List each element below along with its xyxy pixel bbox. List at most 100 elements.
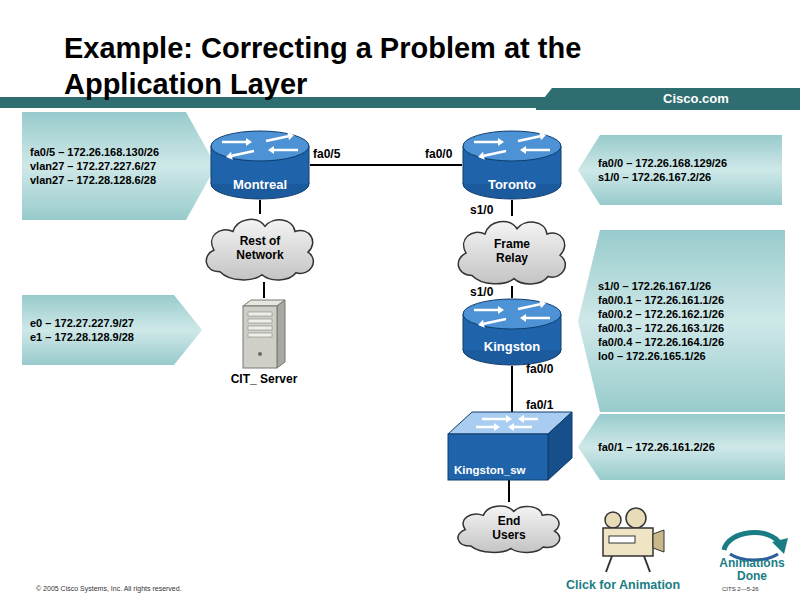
icon-arrow-head: [478, 152, 485, 160]
icon-arrow-head: [226, 152, 233, 160]
icon-arrow-shaft: [484, 151, 506, 156]
icon-arrow-shaft: [232, 151, 254, 156]
text-holder: Kingston: [462, 339, 562, 355]
node-outline: [578, 230, 785, 412]
interface-label: s1/0: [470, 203, 493, 217]
animation-link: Click for Animation: [566, 578, 680, 592]
interface-address: fa0/1 – 172.26.161.2/26: [598, 440, 785, 454]
text-holder: fa0/0 – 172.26.168.129/26s1/0 – 172.26.1…: [598, 135, 782, 205]
icon-arrow-head: [498, 138, 504, 146]
node-outline: [578, 135, 782, 205]
icon-arrow-head: [506, 415, 512, 423]
switch-side: [548, 412, 572, 480]
projector-leg: [644, 556, 650, 572]
server-slot: [248, 326, 272, 330]
network-cloud: End Users: [452, 502, 566, 554]
icon-arrow-shaft: [476, 426, 494, 429]
callout-arrow: fa0/1 – 172.26.161.2/26: [578, 414, 785, 480]
text-holder: fa0/1 – 172.26.161.2/26: [598, 414, 785, 480]
interface-address: s1/0 – 172.26.167.2/26: [598, 170, 782, 184]
header-tab: [536, 88, 800, 110]
switch-front: [448, 434, 548, 480]
icon-arrow-head: [268, 146, 274, 154]
icon-arrow-head: [478, 320, 485, 328]
interface-address: lo0 – 172.26.165.1/26: [598, 349, 785, 363]
interface-address: e1 – 172.28.128.9/28: [30, 330, 202, 344]
switch-icon: Kingston_sw: [448, 412, 572, 480]
server-slot: [248, 312, 272, 316]
cloud-shape: [206, 219, 313, 280]
icon-arrow-head: [520, 146, 526, 154]
device-label: Rest of Network: [232, 234, 288, 262]
server-front: [243, 306, 277, 368]
device-label: Kingston: [462, 339, 562, 355]
text-holder: fa0/5 – 172.26.168.130/26vlan27 – 172.27…: [30, 112, 216, 220]
callout-arrow: fa0/0 – 172.26.168.129/26s1/0 – 172.26.1…: [578, 135, 782, 205]
film-reel: [605, 512, 621, 528]
callout-arrow: e0 – 172.27.227.9/27e1 – 172.28.128.9/28: [22, 295, 202, 365]
server-button: [258, 352, 262, 356]
icon-arrow-head: [508, 423, 514, 431]
curved-arrow: [724, 533, 780, 550]
icon-arrow-shaft: [482, 418, 506, 421]
projector-panel: [609, 536, 635, 543]
icon-arrow-shaft: [474, 309, 498, 312]
icon-arrow-shaft: [518, 136, 540, 141]
server-icon: CIT_ Server: [218, 298, 310, 390]
router-icon: Kingston: [462, 298, 562, 366]
network-link: [508, 480, 510, 502]
interface-address: fa0/5 – 172.26.168.130/26: [30, 145, 216, 159]
icon-arrow-head: [518, 415, 524, 423]
icon-arrow-shaft: [524, 418, 538, 421]
interface-address: vlan27 – 172.27.227.6/27: [30, 159, 216, 173]
projector-lens: [653, 530, 664, 552]
interface-label: fa0/0: [526, 362, 553, 376]
text-holder: Montreal: [210, 177, 310, 193]
projector-leg: [606, 556, 612, 572]
animation-done-icon: [724, 533, 788, 560]
text-holder: CIT_ Server: [208, 372, 320, 386]
router-edge: [211, 146, 212, 184]
callout-shape: [578, 230, 785, 412]
interface-label: s1/0: [470, 285, 493, 299]
interface-label: fa0/5: [313, 147, 340, 161]
text-holder: Rest of Network: [200, 214, 320, 282]
node-outline: [22, 295, 202, 365]
projector-body: [603, 528, 653, 556]
copyright-note: © 2005 Cisco Systems, Inc. All rights re…: [36, 585, 182, 592]
interface-address: vlan27 – 172.28.128.6/28: [30, 173, 216, 187]
icon-arrow-shaft: [274, 149, 298, 152]
text-holder: s1/0 – 172.26.167.1/26fa0/0.1 – 172.26.1…: [598, 230, 785, 412]
interface-address: fa0/0.3 – 172.26.163.1/26: [598, 321, 785, 335]
icon-arrow-shaft: [526, 149, 550, 152]
callout-arrow: fa0/5 – 172.26.168.130/26vlan27 – 172.27…: [22, 112, 216, 220]
cloud-shape: [458, 222, 565, 284]
server-side: [277, 300, 285, 368]
icon-arrow-head: [287, 132, 294, 140]
interface-address: fa0/0.2 – 172.26.162.1/26: [598, 307, 785, 321]
text-holder: Toronto: [462, 177, 562, 193]
icon-arrow-shaft: [514, 426, 532, 429]
text-holder: Kingston_sw: [454, 463, 526, 477]
callout-shape: [578, 135, 782, 205]
icon-arrow-head: [520, 314, 526, 322]
callout-shape: [22, 112, 216, 220]
interface-label: fa0/0: [425, 147, 452, 161]
network-link: [259, 200, 261, 214]
device-label: Montreal: [210, 177, 310, 193]
router-top: [211, 131, 309, 161]
router-edge: [463, 146, 464, 184]
interface-address: e0 – 172.27.227.9/27: [30, 316, 202, 330]
network-link: [511, 200, 513, 216]
server-slot: [248, 319, 272, 323]
interface-address: s1/0 – 172.26.167.1/26: [598, 279, 785, 293]
network-link: [511, 366, 513, 412]
icon-arrow-shaft: [222, 141, 246, 144]
network-cloud: Frame Relay: [452, 216, 572, 286]
icon-arrow-head: [539, 132, 546, 140]
icon-arrow-shaft: [484, 319, 506, 324]
device-label: Kingston_sw: [454, 463, 526, 477]
text-holder: Frame Relay: [452, 216, 572, 286]
cloud-shape: [458, 506, 560, 552]
router-top: [463, 131, 561, 161]
